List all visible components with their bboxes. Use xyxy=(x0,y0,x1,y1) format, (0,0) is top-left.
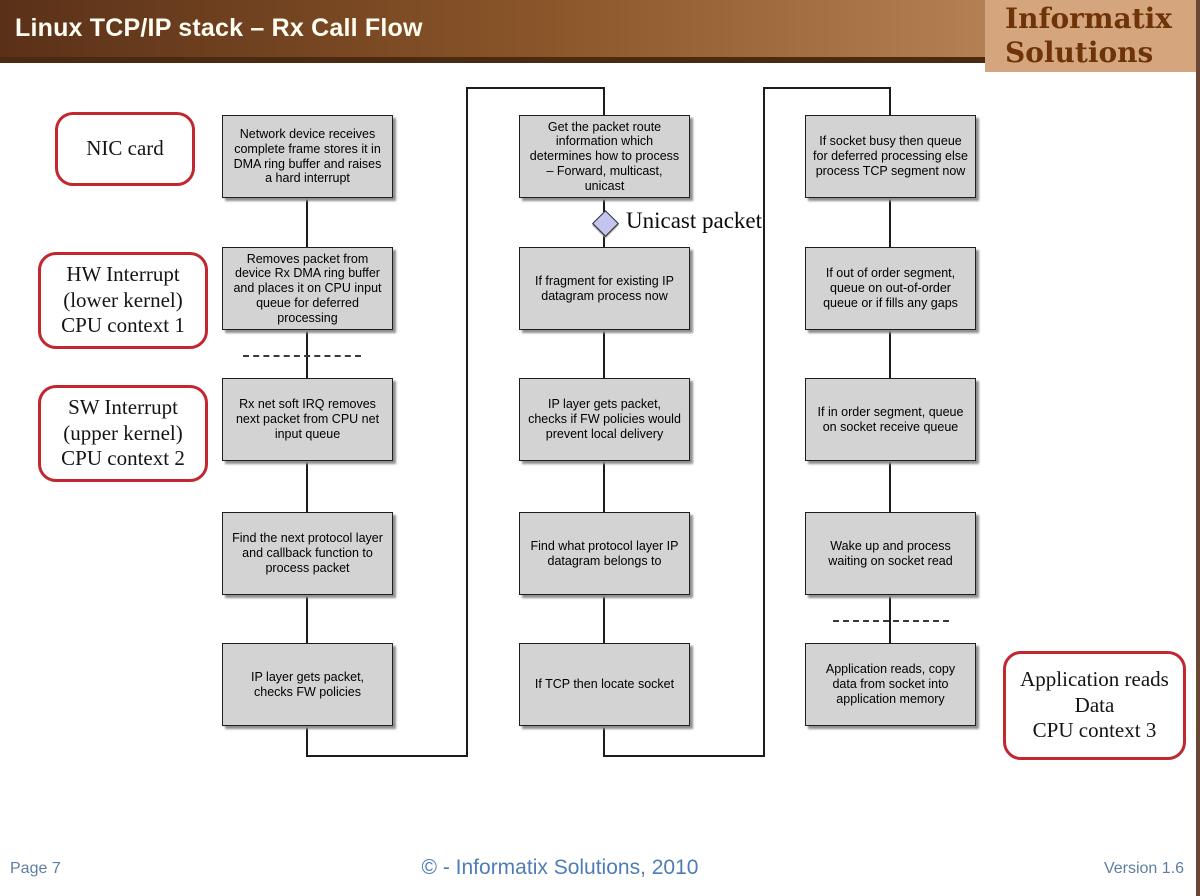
connector-line xyxy=(306,755,468,757)
connector-line xyxy=(603,198,605,212)
context-separator-dashed-line xyxy=(833,620,949,622)
flow-box-text: IP layer gets packet, checks FW policies xyxy=(250,669,365,699)
logo-line-1: Informatix xyxy=(1005,2,1172,35)
flow-box-text: If TCP then locate socket xyxy=(534,677,675,692)
flow-box-network-device: Network device receives complete frame s… xyxy=(222,115,393,198)
logo-line-2: Solutions xyxy=(1005,36,1154,69)
connector-line xyxy=(603,87,605,115)
connector-line xyxy=(466,87,605,89)
flow-box-text: Rx net soft IRQ removes next packet from… xyxy=(235,397,380,441)
connector-line xyxy=(603,755,765,757)
context-label-text: NIC card xyxy=(86,136,164,161)
right-edge-strip xyxy=(1196,0,1200,896)
connector-line xyxy=(306,198,308,247)
context-label-text: HW Interrupt (lower kernel) CPU context … xyxy=(61,262,185,338)
flow-box-locate-socket: If TCP then locate socket xyxy=(519,643,690,726)
flow-box-text: Application reads, copy data from socket… xyxy=(825,662,956,706)
flow-box-text: Find what protocol layer IP datagram bel… xyxy=(530,538,679,568)
flow-box-ip-fw-check: IP layer gets packet, checks FW policies xyxy=(222,643,393,726)
flow-box-find-protocol: Find the next protocol layer and callbac… xyxy=(222,512,393,595)
context-label-sw-interrupt: SW Interrupt (upper kernel) CPU context … xyxy=(38,385,208,482)
flow-box-text: Find the next protocol layer and callbac… xyxy=(232,531,383,575)
copyright-text: © - Informatix Solutions, 2010 xyxy=(421,856,699,879)
flow-box-text: If socket busy then queue for deferred p… xyxy=(813,134,968,178)
flow-box-removes-packet: Removes packet from device Rx DMA ring b… xyxy=(222,247,393,330)
flow-box-ip-local-delivery: IP layer gets packet, checks if FW polic… xyxy=(519,378,690,461)
flow-box-fragment: If fragment for existing IP datagram pro… xyxy=(519,247,690,330)
connector-line xyxy=(306,330,308,378)
flow-box-text: Wake up and process waiting on socket re… xyxy=(828,538,953,568)
context-label-application-reads: Application reads Data CPU context 3 xyxy=(1003,651,1186,760)
context-separator-dashed-line xyxy=(243,355,361,357)
flow-box-text: If out of order segment, queue on out-of… xyxy=(823,266,958,310)
flow-box-out-of-order: If out of order segment, queue on out-of… xyxy=(805,247,976,330)
company-logo: Informatix Solutions xyxy=(985,0,1196,72)
flow-box-in-order: If in order segment, queue on socket rec… xyxy=(805,378,976,461)
flow-box-socket-busy: If socket busy then queue for deferred p… xyxy=(805,115,976,198)
flow-box-text: If in order segment, queue on socket rec… xyxy=(817,404,964,434)
decision-label: Unicast packet xyxy=(626,208,763,233)
flow-box-text: Network device receives complete frame s… xyxy=(233,127,382,186)
connector-line xyxy=(889,461,891,512)
flow-box-rx-softirq: Rx net soft IRQ removes next packet from… xyxy=(222,378,393,461)
connector-line xyxy=(306,726,308,757)
page-title: Linux TCP/IP stack – Rx Call Flow xyxy=(15,14,423,42)
connector-line xyxy=(603,234,605,247)
version-text: Version 1.6 xyxy=(1103,860,1184,877)
connector-line xyxy=(306,595,308,643)
flow-box-wake-up: Wake up and process waiting on socket re… xyxy=(805,512,976,595)
context-label-nic-card: NIC card xyxy=(55,112,195,186)
connector-line xyxy=(306,461,308,512)
flow-box-text: Removes packet from device Rx DMA ring b… xyxy=(233,251,382,325)
connector-line xyxy=(466,87,468,757)
connector-line xyxy=(889,595,891,643)
flow-box-application-reads: Application reads, copy data from socket… xyxy=(805,643,976,726)
context-label-text: Application reads Data CPU context 3 xyxy=(1020,667,1169,743)
context-label-hw-interrupt: HW Interrupt (lower kernel) CPU context … xyxy=(38,252,208,349)
connector-line xyxy=(889,198,891,247)
flow-box-text: IP layer gets packet, checks if FW polic… xyxy=(528,397,681,441)
connector-line xyxy=(603,726,605,757)
connector-line xyxy=(763,87,765,757)
flow-box-packet-route: Get the packet route information which d… xyxy=(519,115,690,198)
connector-line xyxy=(889,330,891,378)
connector-line xyxy=(603,330,605,378)
flow-box-text: If fragment for existing IP datagram pro… xyxy=(535,273,674,303)
header-divider xyxy=(0,57,1200,63)
connector-line xyxy=(763,87,891,89)
connector-line xyxy=(603,461,605,512)
context-label-text: SW Interrupt (upper kernel) CPU context … xyxy=(61,395,185,471)
connector-line xyxy=(603,595,605,643)
connector-line xyxy=(889,87,891,115)
page-number: Page 7 xyxy=(10,860,61,877)
flow-box-find-datagram-protocol: Find what protocol layer IP datagram bel… xyxy=(519,512,690,595)
decision-diamond xyxy=(592,210,619,237)
flow-box-text: Get the packet route information which d… xyxy=(529,119,680,193)
